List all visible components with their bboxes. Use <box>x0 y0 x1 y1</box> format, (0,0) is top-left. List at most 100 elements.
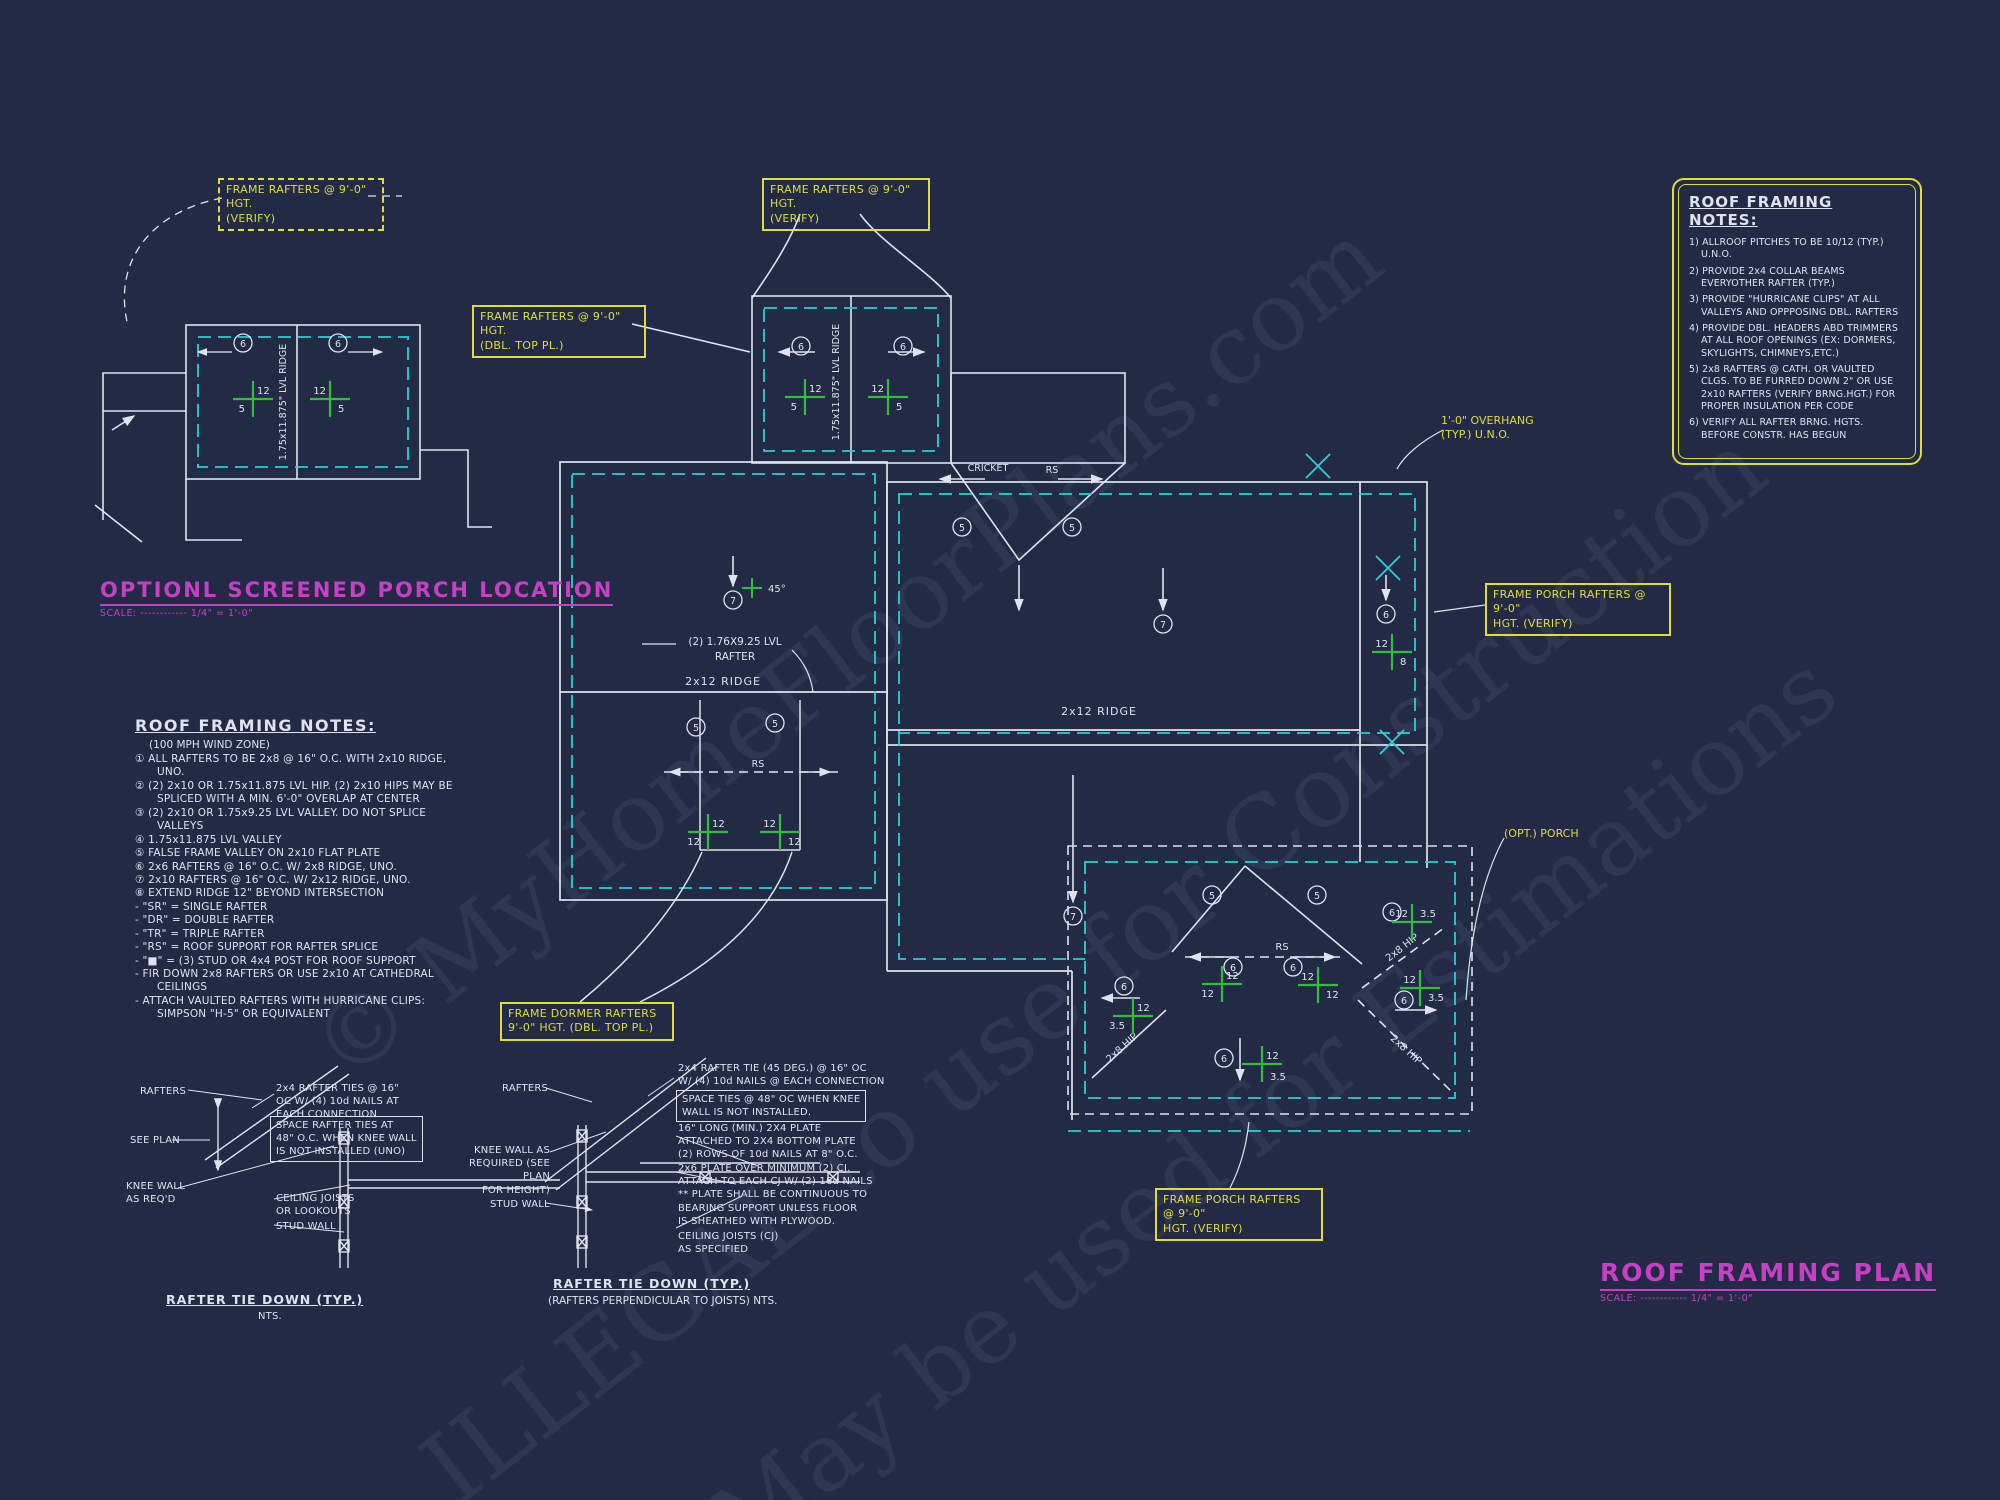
svg-text:6: 6 <box>1383 610 1389 621</box>
optional-porch-annotations <box>123 195 402 356</box>
dl-space-ties-note: SPACE RAFTER TIES AT 48" O.C. WHEN KNEE … <box>270 1116 423 1162</box>
porch-rs-label: RS <box>1275 942 1288 953</box>
svg-text:12: 12 <box>871 384 884 395</box>
dm-knee-label: KNEE WALL AS REQUIRED (SEE PLAN FOR HEIG… <box>468 1145 550 1196</box>
framing-note: - "DR" = DOUBLE RAFTER <box>135 914 275 927</box>
notes-box-item: 1) ALLROOF PITCHES TO BE 10/12 (TYP.) U.… <box>1689 237 1884 261</box>
svg-text:6: 6 <box>798 342 804 353</box>
dl-ceiling-label: CEILING JOISTS OR LOOKOUTS <box>276 1193 355 1218</box>
porch-title: OPTIONL SCREENED PORCH LOCATION <box>100 578 614 606</box>
svg-text:6: 6 <box>1401 996 1407 1007</box>
svg-text:12: 12 <box>1226 971 1239 982</box>
framing-note: - "■" = (3) STUD OR 4x4 POST FOR ROOF SU… <box>135 954 416 967</box>
porch-title-block: OPTIONL SCREENED PORCH LOCATION SCALE: -… <box>100 578 614 619</box>
label-frame-dormer: FRAME DORMER RAFTERS 9'-0" HGT. (DBL. TO… <box>500 1002 674 1041</box>
framing-note: ⑥ 2x6 RAFTERS @ 16" O.C. W/ 2x8 RIDGE, U… <box>135 860 397 873</box>
svg-text:12: 12 <box>1266 1051 1279 1062</box>
svg-text:5: 5 <box>791 402 797 413</box>
detail-middle-linework <box>544 1057 860 1268</box>
label-frame-rafters-left: FRAME RAFTERS @ 9'-0" HGT. (VERIFY) <box>218 178 384 231</box>
label-frame-rafters-dbl: FRAME RAFTERS @ 9'-0" HGT. (DBL. TOP PL.… <box>472 305 646 358</box>
ridge-callouts <box>642 643 814 693</box>
main-title-block: ROOF FRAMING PLAN SCALE: ------------ 1/… <box>1600 1258 1937 1304</box>
dm-cj-label: CEILING JOISTS (CJ) AS SPECIFIED <box>678 1231 779 1256</box>
top-dormer-overhang <box>763 307 939 452</box>
dm-rafters-label: RAFTERS <box>502 1083 549 1094</box>
hip-label-2: 2x8 HIP <box>1388 1033 1424 1067</box>
note-bubbles: 6 6 6 6 5 5 7 7 7 5 5 6 5 5 6 6 6 6 6 6 <box>233 333 1414 1068</box>
angle-45-label: 45° <box>768 584 786 595</box>
svg-text:3.5: 3.5 <box>1270 1072 1286 1083</box>
svg-text:12: 12 <box>1301 972 1314 983</box>
label-opt-porch: (OPT.) PORCH <box>1504 827 1579 840</box>
svg-text:12: 12 <box>712 819 725 830</box>
svg-text:5: 5 <box>693 723 699 734</box>
svg-text:12: 12 <box>788 837 801 848</box>
main-right-overhang <box>898 493 1416 960</box>
dm-plate16-label: 16" LONG (MIN.) 2X4 PLATE ATTACHED TO 2X… <box>678 1123 858 1161</box>
svg-text:12: 12 <box>1395 909 1408 920</box>
dl-rafters-label: RAFTERS <box>140 1086 187 1097</box>
porch-scale: SCALE: ------------ 1/4" = 1'-0" <box>100 608 253 619</box>
label-leaders <box>1229 429 1505 1189</box>
dl-stud-label: STUD WALL <box>276 1221 336 1232</box>
svg-text:12: 12 <box>1326 990 1339 1001</box>
lvl-rafter-line1: (2) 1.76X9.25 LVL <box>688 636 781 648</box>
roof-framing-notes-box: ROOF FRAMING NOTES: 1) ALLROOF PITCHES T… <box>1672 178 1922 466</box>
top-dormer <box>631 213 952 464</box>
label-overhang: 1'-0" OVERHANG (TYP.) U.N.O. <box>1441 414 1534 442</box>
svg-text:8: 8 <box>1400 657 1406 668</box>
svg-text:12: 12 <box>1137 1003 1150 1014</box>
cricket-area <box>938 372 1126 612</box>
notes-box-title: ROOF FRAMING NOTES: <box>1689 193 1833 229</box>
cyan-alignment-ticks <box>1305 453 1405 755</box>
label-frame-porch-right: FRAME PORCH RAFTERS @ 9'-0" HGT. (VERIFY… <box>1485 583 1671 636</box>
framing-note: - ATTACH VAULTED RAFTERS WITH HURRICANE … <box>135 994 426 1021</box>
dm-stud-label: STUD WALL <box>490 1199 550 1210</box>
framing-note: ② (2) 2x10 OR 1.75x11.875 LVL HIP. (2) 2… <box>135 779 453 806</box>
dormer-ridge-label: 1.75x11.875" LVL RIDGE <box>831 324 842 441</box>
notes-box-item: 4) PROVIDE DBL. HEADERS ABD TRIMMERS AT … <box>1689 323 1899 359</box>
svg-text:12: 12 <box>1201 989 1214 1000</box>
framing-notes-title: ROOF FRAMING NOTES: <box>135 716 376 735</box>
dm-subtitle: (RAFTERS PERPENDICULAR TO JOISTS) NTS. <box>548 1295 778 1307</box>
optional-porch-overhang <box>197 336 409 468</box>
svg-text:5: 5 <box>239 404 245 415</box>
dl-title: RAFTER TIE DOWN (TYP.) <box>166 1292 364 1307</box>
svg-text:12: 12 <box>687 837 700 848</box>
svg-text:6: 6 <box>1290 963 1296 974</box>
notes-box-item: 6) VERIFY ALL RAFTER BRNG. HGTS. BEFORE … <box>1689 417 1864 441</box>
svg-text:5: 5 <box>1314 891 1320 902</box>
notes-box-item: 3) PROVIDE "HURRICANE CLIPS" AT ALL VALL… <box>1689 294 1899 318</box>
porch-ridge-label: 1.75x11.875" LVL RIDGE <box>278 344 289 461</box>
framing-note: - "RS" = ROOF SUPPORT FOR RAFTER SPLICE <box>135 941 379 954</box>
notes-box-item: 2) PROVIDE 2x4 COLLAR BEAMS EVERYOTHER R… <box>1689 265 1845 290</box>
notes-box-item: 5) 2x8 RAFTERS @ CATH. OR VAULTED CLGS. … <box>1689 364 1896 413</box>
svg-text:5: 5 <box>1069 523 1075 534</box>
svg-text:12: 12 <box>809 384 822 395</box>
svg-text:12: 12 <box>1403 975 1416 986</box>
dl-nts: NTS. <box>258 1311 282 1322</box>
porch-overhang <box>1068 861 1470 1132</box>
dm-plate2x6-label: 2x6 PLATE OVER MINIMUM (2) CJ. ATTACH TO… <box>678 1163 873 1227</box>
framing-note: - "SR" = SINGLE RAFTER <box>135 900 268 913</box>
dl-ties-label: 2x4 RAFTER TIES @ 16" OC W/ (4) 10d NAIL… <box>276 1083 400 1121</box>
svg-text:7: 7 <box>1160 620 1166 631</box>
ridge-2x12-right: 2x12 RIDGE <box>1061 705 1137 718</box>
dm-title: RAFTER TIE DOWN (TYP.) <box>553 1276 751 1291</box>
cricket-label: CRICKET <box>968 463 1009 474</box>
porch-roof <box>728 556 1473 1115</box>
svg-text:6: 6 <box>1221 1054 1227 1065</box>
svg-text:5: 5 <box>1209 891 1215 902</box>
label-frame-porch-bottom: FRAME PORCH RAFTERS @ 9'-0" HGT. (VERIFY… <box>1155 1188 1323 1241</box>
svg-text:12: 12 <box>257 386 270 397</box>
svg-text:3.5: 3.5 <box>1428 993 1444 1004</box>
lower-dormer <box>579 700 838 1003</box>
detail-left-linework <box>172 1065 560 1268</box>
dl-knee-wall-label: KNEE WALL AS REQ'D <box>126 1181 185 1206</box>
framing-note: - "TR" = TRIPLE RAFTER <box>135 927 265 940</box>
svg-text:3.5: 3.5 <box>1109 1021 1125 1032</box>
